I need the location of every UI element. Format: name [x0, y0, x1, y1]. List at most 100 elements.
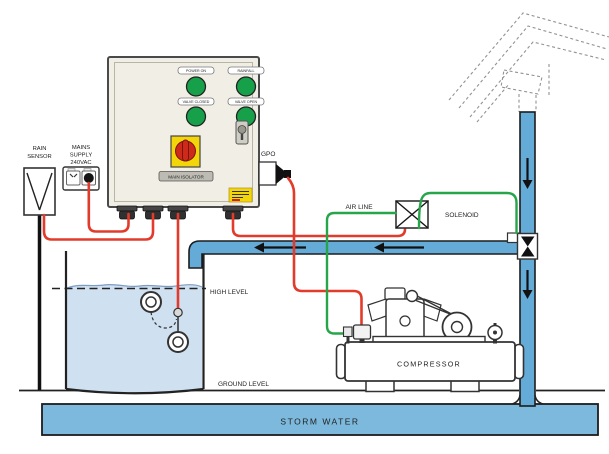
- tank-feed-pipe: [188, 240, 520, 269]
- door-lock: [235, 120, 249, 145]
- receiver-tank: [344, 341, 516, 382]
- cable-glands: [116, 205, 244, 220]
- indicator-label-pill: [177, 66, 215, 75]
- tank-water: [67, 284, 202, 394]
- eave-line: [469, 41, 607, 118]
- rain-sensor-label-1: RAIN: [33, 146, 47, 152]
- indicator-label-pill: [177, 97, 215, 106]
- indicator-label: VALVE OPEN: [235, 100, 258, 104]
- roof-inner-line: [458, 25, 608, 109]
- power-on-light: [185, 76, 207, 97]
- flow-arrows: [254, 158, 533, 299]
- rainfall-light: [235, 76, 257, 97]
- left-arrow-head: [374, 242, 384, 253]
- pipe-flare: [511, 394, 544, 405]
- indicator-label-pill: [227, 66, 265, 75]
- motor-pulley: [405, 289, 419, 303]
- flywheel-hub: [450, 320, 464, 334]
- valve-triangle-bottom: [521, 246, 535, 257]
- gpo-plug-body: [284, 170, 291, 178]
- rain-sensor-label-2: SENSOR: [27, 154, 51, 160]
- warning-label: [228, 187, 253, 203]
- mains-label-1: MAINS: [72, 145, 90, 151]
- water-surface-line: [66, 283, 203, 289]
- sensor-funnel: [26, 172, 53, 211]
- outlet-stem: [346, 336, 350, 344]
- sticker-text-lines: [232, 191, 249, 198]
- tank-walls: [64, 251, 205, 389]
- panel-door-line: [114, 62, 253, 202]
- high-level-label: HIGH LEVEL: [210, 289, 249, 296]
- solenoid-wire: [231, 212, 407, 238]
- rain-sensor: [23, 167, 56, 390]
- solenoid-valve: [395, 200, 429, 229]
- mains-label-3: 240VAC: [70, 160, 91, 166]
- electrical-wiring: [42, 176, 407, 327]
- gpo-label: GPO: [261, 151, 275, 158]
- valve-closed-light: [185, 106, 207, 127]
- compressor-foot: [450, 379, 480, 393]
- switch-stem: [359, 339, 365, 343]
- indicator-label: POWER ON: [186, 69, 206, 73]
- indicator-label-pill: [227, 97, 265, 106]
- control-panel: POWER ON RAINFALL VALVE CLOSED VALVE OPE…: [107, 56, 265, 220]
- mains-to-panel-wire: [87, 181, 130, 233]
- lock-keyhole: [240, 134, 244, 140]
- socket-left: [66, 170, 81, 186]
- gutter-outlet: [500, 69, 543, 95]
- valve-body: [516, 232, 539, 260]
- downpipe-dashed: [518, 94, 537, 112]
- fascia-line: [476, 83, 510, 123]
- left-arrow-head: [254, 242, 264, 253]
- gpo-box: [258, 161, 277, 186]
- compressor-foot: [365, 379, 395, 393]
- roof-outline: [448, 12, 609, 123]
- air-line-label: AIR LINE: [345, 204, 373, 211]
- isolator-label-plate: [158, 171, 214, 182]
- gauge-needle-hub: [493, 330, 497, 335]
- indicator-label: RAINFALL: [238, 69, 255, 73]
- water-tank: [52, 251, 206, 395]
- valve-triangle-top: [521, 236, 535, 247]
- indicator-lights: [185, 76, 257, 127]
- down-arrow-head: [522, 290, 533, 299]
- sticker-red-mark: [232, 199, 240, 201]
- cable-weight-inner: [172, 336, 184, 348]
- indicator-labels: POWER ON RAINFALL VALVE CLOSED VALVE OPE…: [177, 66, 265, 106]
- isolator-handle: [182, 139, 189, 162]
- pipe-valve: [506, 232, 539, 260]
- compressor-label: COMPRESSOR: [397, 360, 461, 369]
- gauge-stem: [493, 339, 497, 344]
- air-lines: [325, 191, 518, 335]
- cable-ball: [173, 307, 183, 318]
- down-arrow-head: [522, 180, 533, 189]
- gpo-to-compressor-cord: [286, 176, 363, 327]
- roof-edge-line: [448, 12, 609, 101]
- mains-plug: [83, 173, 94, 183]
- indicator-label: VALVE CLOSED: [183, 100, 210, 104]
- socket-pins: [69, 173, 78, 178]
- solenoid-to-valve-airline: [417, 191, 518, 235]
- mains-label-2: SUPPLY: [70, 153, 93, 159]
- main-isolator-switch: MAIN ISOLATOR: [158, 135, 214, 182]
- cable-gland: [116, 205, 138, 220]
- compressor-to-solenoid-airline: [325, 211, 398, 335]
- gpo-outlet: [258, 161, 291, 186]
- solenoid-label: SOLENOID: [445, 212, 479, 219]
- rain-sensor-wire: [42, 212, 155, 241]
- float-tether-dashed: [150, 311, 178, 329]
- compressor: COMPRESSOR: [335, 287, 525, 393]
- lock-cylinder: [237, 125, 247, 134]
- diagram-labels: RAIN SENSOR MAINS SUPPLY 240VAC GPO AIR …: [27, 145, 479, 427]
- air-outlet-fitting: [342, 326, 353, 338]
- level-float-assembly: [140, 291, 189, 353]
- storm-water-channel: [41, 403, 599, 436]
- mains-outlet: [62, 166, 100, 191]
- gpo-plug: [276, 164, 288, 184]
- ground-level-label: GROUND LEVEL: [218, 381, 269, 388]
- tank-bottom: [65, 387, 204, 395]
- isolator-label: MAIN ISOLATOR: [168, 174, 204, 179]
- cable-gland: [142, 205, 164, 220]
